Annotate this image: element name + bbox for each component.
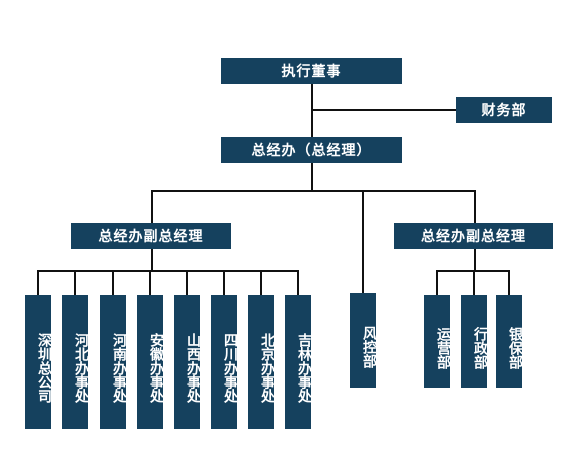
node-beijing-office: 北京办事处 (248, 295, 275, 429)
connector-dept-2 (473, 270, 475, 296)
node-admin-dept: 行政部 (461, 295, 488, 388)
node-sichuan-office: 四川办事处 (211, 295, 238, 429)
connector-branch-7 (260, 270, 262, 296)
connector-to-vp-right (474, 190, 476, 224)
node-vice-gm-left: 总经办副总经理 (71, 223, 231, 249)
node-vice-gm-right: 总经办副总经理 (394, 223, 553, 249)
connector-dept-1 (436, 270, 438, 296)
connector-finance (311, 109, 457, 111)
connector-branch-8 (297, 270, 299, 296)
node-jilin-office: 吉林办事处 (285, 295, 312, 429)
node-hebei-office: 河北办事处 (62, 295, 89, 429)
connector-branches-horizontal (37, 270, 299, 272)
node-general-manager: 总经办（总经理） (221, 137, 402, 163)
connector-dept-3 (508, 270, 510, 296)
connector-branch-5 (186, 270, 188, 296)
node-shanxi-office: 山西办事处 (174, 295, 201, 429)
connector-vp-right-down (474, 247, 476, 271)
connector-branch-4 (149, 270, 151, 296)
node-finance-dept: 财务部 (456, 97, 552, 123)
node-shenzhen-hq: 深圳总公司 (25, 295, 52, 429)
node-risk-control: 风控部 (350, 293, 377, 388)
connector-branch-6 (223, 270, 225, 296)
node-executive-director: 执行董事 (221, 58, 402, 84)
connector-to-vp-left (151, 190, 153, 224)
connector-branch-1 (37, 270, 39, 296)
connector-exec-to-gm (311, 83, 313, 139)
node-bank-insurance-dept: 银保部 (496, 295, 523, 388)
node-henan-office: 河南办事处 (100, 295, 127, 429)
connector-to-risk (362, 190, 364, 294)
connector-gm-horizontal (151, 190, 476, 192)
connector-branch-3 (112, 270, 114, 296)
connector-branch-2 (74, 270, 76, 296)
node-anhui-office: 安徽办事处 (137, 295, 164, 429)
connector-vp-left-down (151, 247, 153, 271)
connector-gm-down (311, 162, 313, 191)
node-operations-dept: 运营部 (424, 295, 451, 388)
